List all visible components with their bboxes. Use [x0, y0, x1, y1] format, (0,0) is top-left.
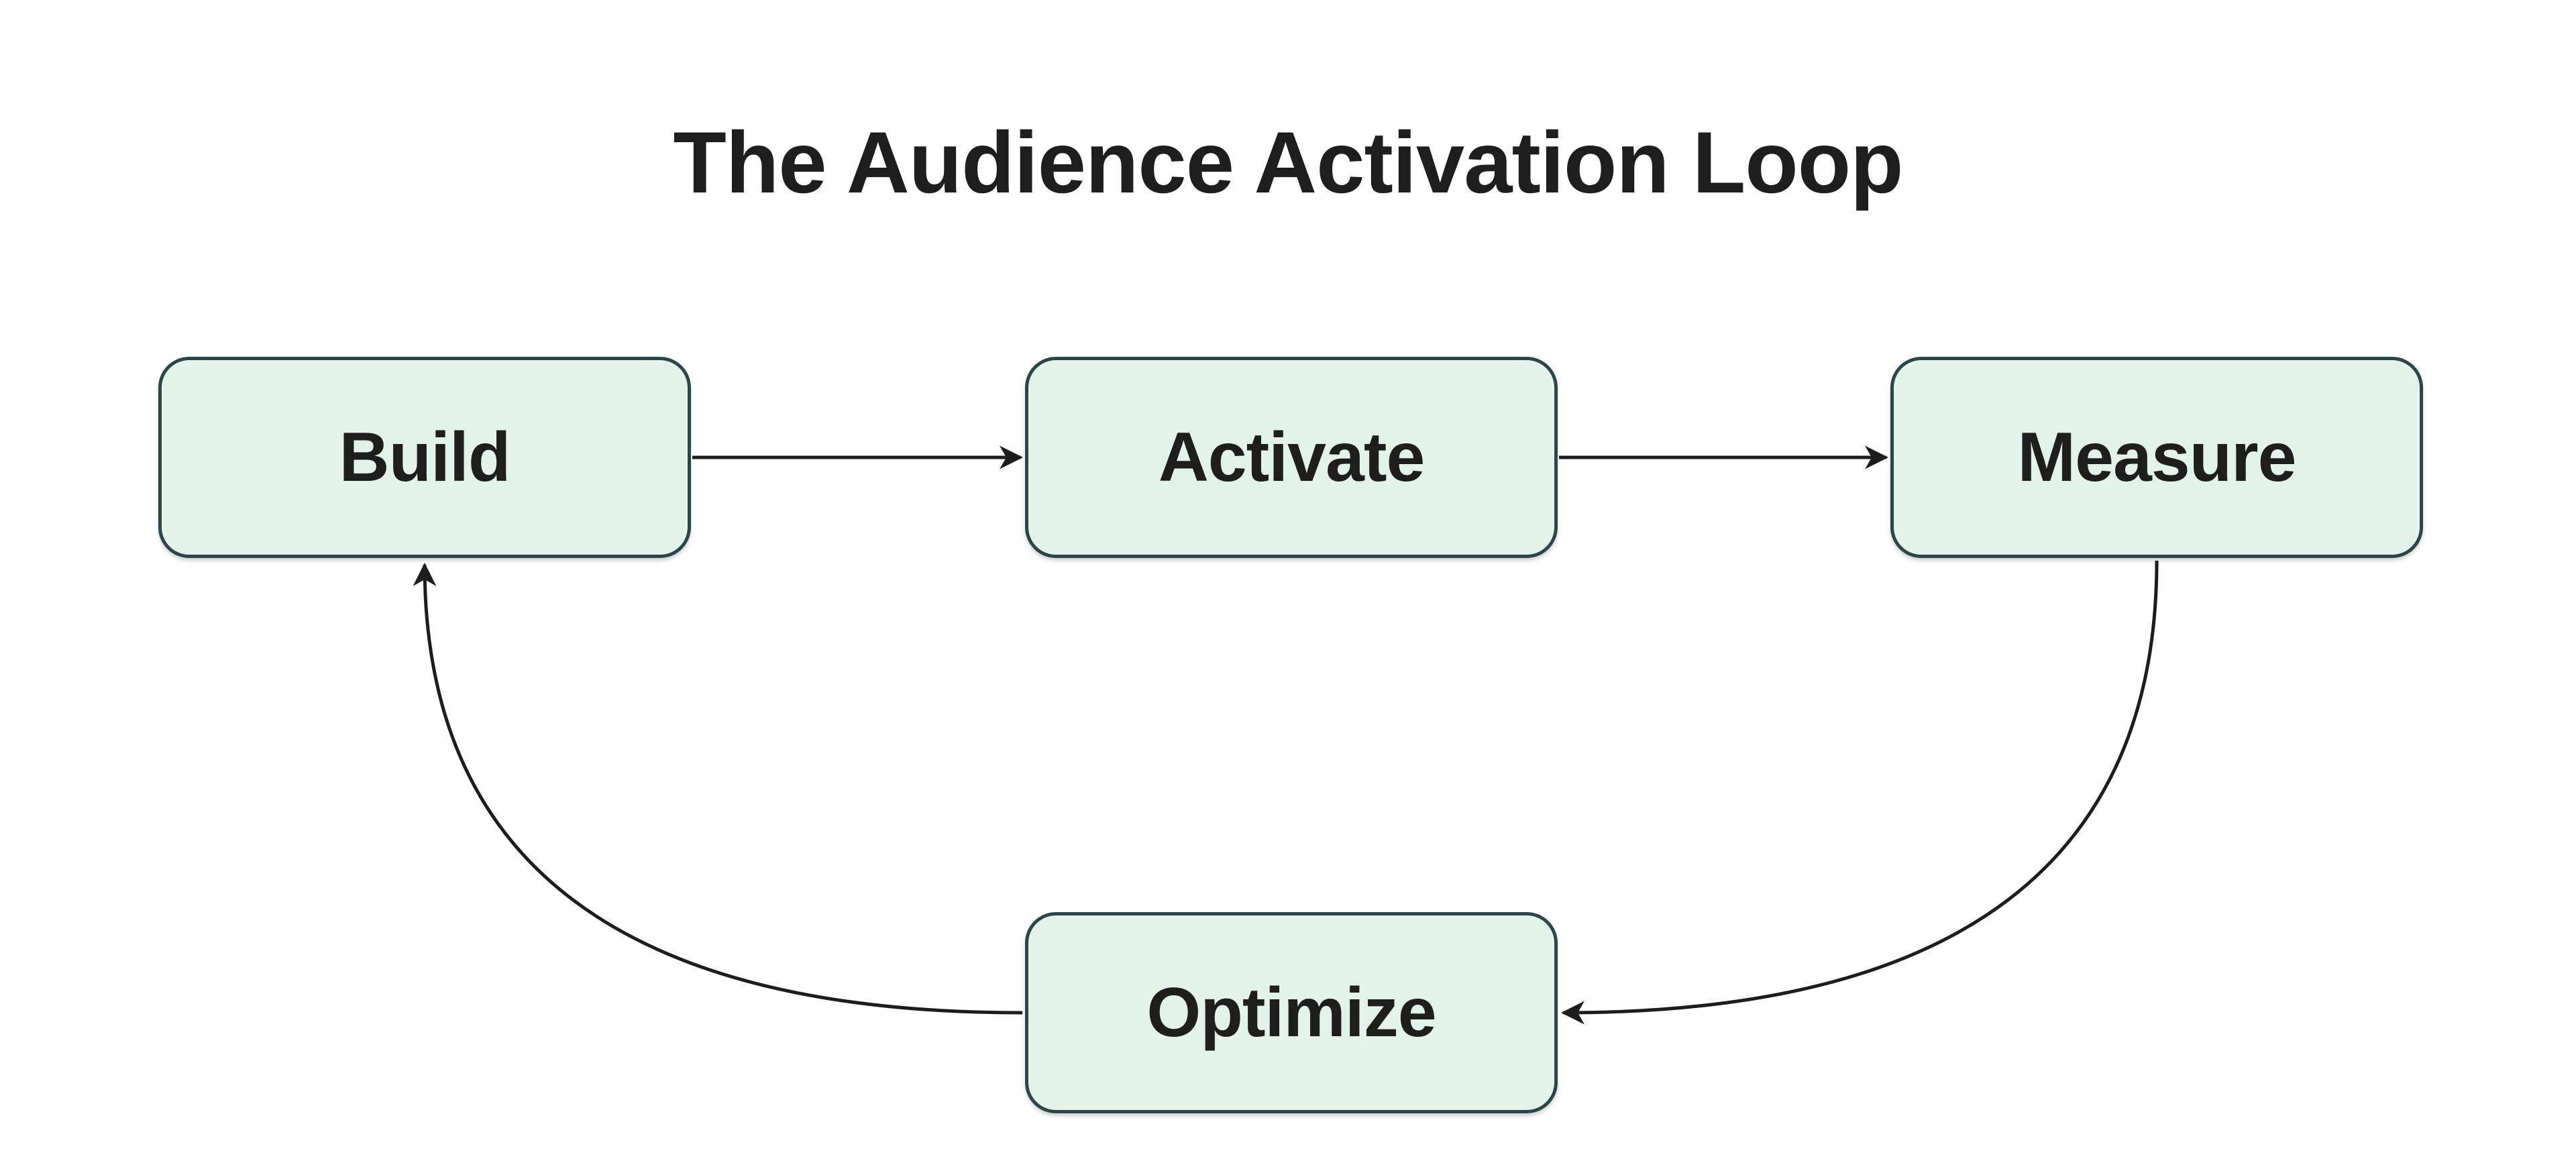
edge-measure-to-optimize: [1561, 560, 2159, 1025]
edge-optimize-to-build: [413, 563, 1023, 1015]
node-optimize: Optimize: [1025, 912, 1558, 1113]
diagram-title: The Audience Activation Loop: [673, 113, 1903, 211]
node-measure-label: Measure: [2017, 419, 2297, 496]
node-measure: Measure: [1890, 357, 2423, 558]
node-activate-label: Activate: [1158, 419, 1426, 496]
node-activate: Activate: [1025, 357, 1558, 558]
node-build: Build: [158, 357, 691, 558]
node-optimize-label: Optimize: [1146, 974, 1436, 1052]
node-build-label: Build: [339, 419, 511, 496]
